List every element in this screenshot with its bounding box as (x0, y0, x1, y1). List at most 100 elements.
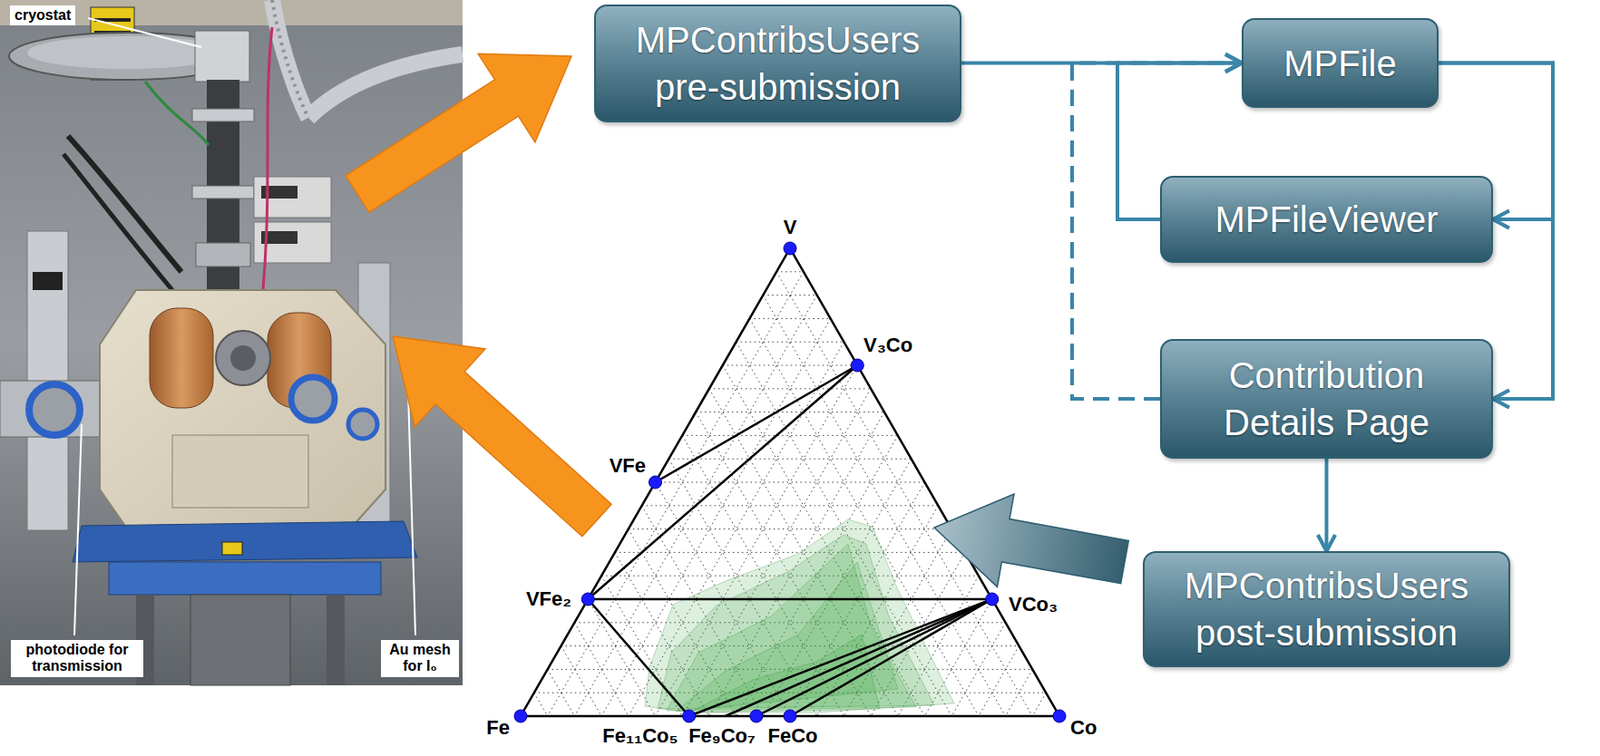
phase-label: VCo₃ (1008, 594, 1058, 616)
box-label: Contribution Details Page (1176, 351, 1477, 447)
box-label: MPContribsUsers pre-submission (610, 16, 946, 111)
grid-line (587, 599, 655, 717)
leader-lines (87, 18, 202, 48)
connectors (961, 63, 1553, 553)
flow-connector (1325, 458, 1329, 552)
grid-line (951, 623, 1005, 717)
process-box: MPContribsUsers post-submission (1142, 551, 1511, 668)
part-label: Au mesh for I₀ (380, 640, 459, 678)
grid-line (587, 599, 993, 601)
beamline-photo (291, 377, 335, 421)
phase-point (581, 593, 595, 606)
slate-arrow (934, 494, 1129, 587)
phase-label: VFe (609, 455, 646, 478)
phase-label: V₃Co (863, 334, 913, 357)
beamline-photo (222, 542, 243, 556)
beamline-photo (263, 27, 273, 291)
grid-line (749, 318, 830, 320)
beamline-photo (72, 521, 418, 563)
grid-line (614, 552, 966, 554)
grid-line (534, 692, 548, 717)
phase-point (649, 476, 663, 489)
grid-line (642, 505, 939, 507)
phase-point (783, 242, 797, 255)
phase-point (514, 710, 527, 723)
box-label: MPFileViewer (1215, 195, 1439, 244)
tie-line (756, 599, 993, 717)
block-arrows (345, 53, 1129, 587)
grid-line (1032, 692, 1046, 717)
box-label: MPFile (1283, 39, 1396, 88)
beamline-photo (253, 176, 332, 218)
beamline-photo (0, 380, 102, 438)
beamline-photo (192, 108, 254, 122)
triangle-outline (520, 248, 1060, 717)
process-box: Contribution Details Page (1160, 339, 1493, 459)
grid-line (682, 435, 898, 437)
beamline-photo (63, 154, 173, 291)
phase-point (783, 710, 797, 723)
beamline-photo (272, 0, 463, 118)
beamline-photo (145, 81, 209, 146)
tie-line (725, 599, 993, 717)
process-box: MPContribsUsers pre-submission (594, 4, 962, 123)
phase-point (1053, 710, 1066, 723)
ternary-phase-diagram (514, 242, 1066, 723)
process-box: MPFileViewer (1160, 175, 1493, 264)
beamline-photo (195, 30, 250, 82)
grid-line (668, 458, 911, 460)
phase-label: FeCo (768, 725, 819, 748)
grid-line (628, 528, 952, 530)
beamline-photo (0, 0, 463, 686)
orange-arrow (392, 336, 612, 537)
beamline-photo (149, 308, 214, 409)
grid-line (561, 646, 603, 717)
beamline-photo (32, 272, 63, 291)
beamline-photo (0, 0, 463, 26)
phase-point (750, 710, 763, 723)
tie-line (587, 599, 689, 717)
beamline-photo (195, 243, 251, 267)
grid-line (736, 341, 845, 343)
orange-arrow (345, 53, 572, 213)
stability-region (689, 634, 880, 713)
beamline-photo (192, 185, 254, 199)
beamline-photo (272, 0, 309, 118)
tie-line (689, 599, 993, 717)
beamline-photo (326, 595, 345, 686)
grid (534, 272, 1046, 717)
tie-line (587, 365, 858, 600)
phase-label: V (783, 216, 798, 239)
beamline-photo (215, 331, 271, 386)
phase-points (514, 242, 1066, 723)
tie-line (790, 599, 993, 717)
leader-lines (74, 424, 82, 636)
grid-line (776, 271, 804, 273)
phase-point (850, 359, 864, 372)
grid-line (547, 669, 576, 717)
part-label: photodiode for transmission (10, 640, 144, 678)
leader-lines (74, 18, 416, 636)
beamline-photo (29, 384, 80, 436)
tie-line (655, 365, 859, 483)
process-box: MPFile (1241, 18, 1439, 108)
beamline-photo (230, 345, 256, 371)
grid-line (978, 646, 1020, 717)
phase-label: Co (1070, 717, 1097, 740)
tie-line (587, 598, 993, 602)
grid-line (1005, 669, 1034, 717)
grid-line (709, 388, 871, 390)
box-label: MPContribsUsers post-submission (1159, 562, 1494, 657)
phase-label: Fe₁₁Co₅ (602, 725, 678, 748)
leader-lines (408, 391, 416, 636)
beamline-photo (172, 435, 309, 508)
beamline-photo (108, 562, 381, 596)
grid-line (722, 365, 859, 367)
grid-line (762, 294, 817, 296)
phase-label: Fe (486, 717, 510, 740)
beamline-photo (348, 409, 378, 440)
beamline-photo (99, 290, 386, 536)
beamline-photo (190, 595, 291, 686)
beamline-photo (68, 136, 182, 273)
